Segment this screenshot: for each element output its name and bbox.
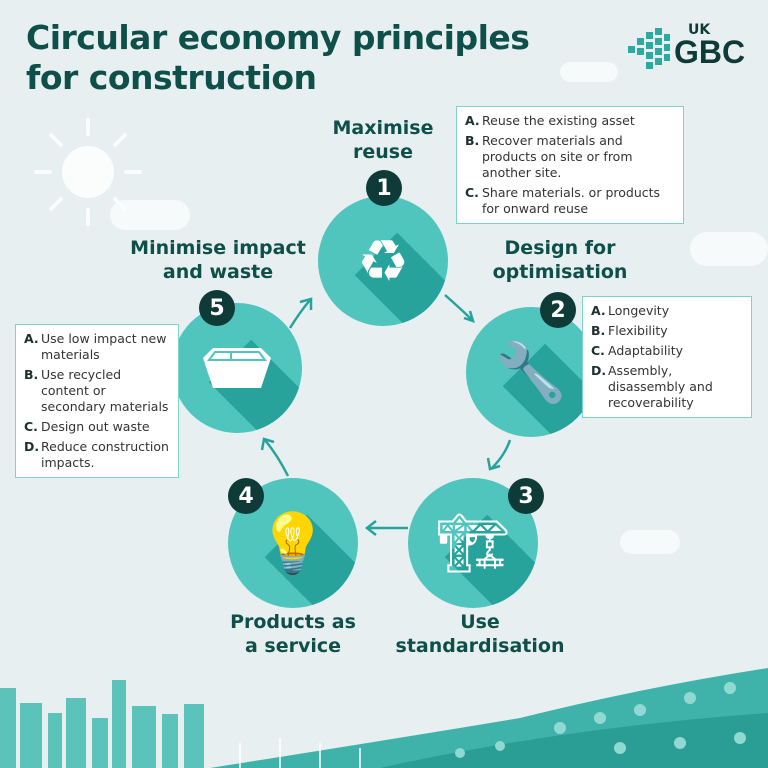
item-text: Flexibility (608, 323, 668, 338)
item-letter: B. (465, 133, 480, 148)
principle-1-badge: 1 (366, 170, 402, 206)
title-line: standardisation (395, 635, 565, 657)
item-text: Reduce construction impacts. (41, 439, 169, 470)
item-text: Reuse the existing asset (482, 113, 635, 128)
cloud (620, 530, 680, 554)
item-text: Use low impact new materials (41, 331, 167, 362)
item-letter: C. (591, 343, 605, 358)
lightbulb-icon: 💡 (256, 508, 330, 577)
detail-item: A.Longevity (591, 303, 743, 319)
detail-item: C.Design out waste (24, 419, 170, 435)
item-letter: A. (591, 303, 606, 318)
title-line: reuse (353, 141, 413, 163)
ukgbc-logo: UK GBC (624, 22, 748, 78)
crane-icon: 🏗 (436, 508, 510, 577)
item-letter: A. (24, 331, 39, 346)
title-line: Maximise (332, 117, 434, 139)
recycle-icon: ♻ (357, 227, 409, 295)
arrow-4-5 (264, 439, 290, 477)
logo-gbc: GBC (674, 34, 746, 70)
principle-1-details: A.Reuse the existing asset B.Recover mat… (456, 106, 684, 224)
cityscape-illustration (0, 668, 768, 768)
title-line: optimisation (492, 261, 628, 283)
detail-item: A.Use low impact new materials (24, 331, 170, 363)
arrow-5-1 (288, 299, 311, 329)
title-line: a service (244, 635, 342, 657)
item-text: Recover materials and products on site o… (482, 133, 633, 180)
item-text: Share materials. or products for onward … (482, 185, 661, 216)
logo-mark-icon (628, 28, 670, 69)
item-letter: C. (465, 185, 479, 200)
detail-item: D.Assembly, disassembly and recoverabili… (591, 363, 743, 411)
detail-item: C.Share materials. or products for onwar… (465, 185, 675, 217)
title-line: for construction (26, 58, 317, 97)
item-letter: B. (591, 323, 606, 338)
title-line: and waste (162, 261, 274, 283)
principle-5-details: A.Use low impact new materials B.Use rec… (15, 324, 179, 478)
principle-1-circle: ♻ (318, 196, 448, 326)
principle-2-details: A.Longevity B.Flexibility C.Adaptability… (582, 296, 752, 418)
cloud (560, 62, 618, 82)
title-line: Design for (504, 237, 616, 259)
item-text: Design out waste (41, 419, 150, 434)
item-letter: D. (591, 363, 607, 378)
principle-5-circle (172, 303, 302, 433)
detail-item: D.Reduce construction impacts. (24, 439, 170, 471)
item-text: Longevity (608, 303, 670, 318)
title-line: Circular economy principles (26, 18, 530, 57)
item-letter: A. (465, 113, 480, 128)
title-line: Use (460, 611, 500, 633)
principle-5-badge: 5 (199, 290, 235, 326)
item-letter: D. (24, 439, 40, 454)
logo-uk: UK (688, 22, 711, 38)
title-line: Products as (230, 611, 356, 633)
principle-2-circle: 🔧 (466, 307, 596, 437)
principle-2-badge: 2 (540, 292, 576, 328)
detail-item: B.Recover materials and products on site… (465, 133, 675, 181)
item-letter: B. (24, 367, 39, 382)
detail-item: A.Reuse the existing asset (465, 113, 675, 129)
principle-4-badge: 4 (228, 478, 264, 514)
item-text: Assembly, disassembly and recoverability (608, 363, 713, 410)
item-letter: C. (24, 419, 38, 434)
detail-item: B.Flexibility (591, 323, 743, 339)
cloud (690, 232, 768, 266)
item-text: Adaptability (608, 343, 684, 358)
wrench-icon: 🔧 (494, 337, 568, 406)
principle-3-badge: 3 (508, 478, 544, 514)
detail-item: B.Use recycled content or secondary mate… (24, 367, 170, 415)
title-line: Minimise impact (130, 237, 306, 259)
arrow-2-3 (491, 439, 512, 469)
skip-bin-icon (172, 303, 302, 433)
detail-item: C.Adaptability (591, 343, 743, 359)
item-text: Use recycled content or secondary materi… (41, 367, 169, 414)
sun-icon (34, 118, 142, 226)
